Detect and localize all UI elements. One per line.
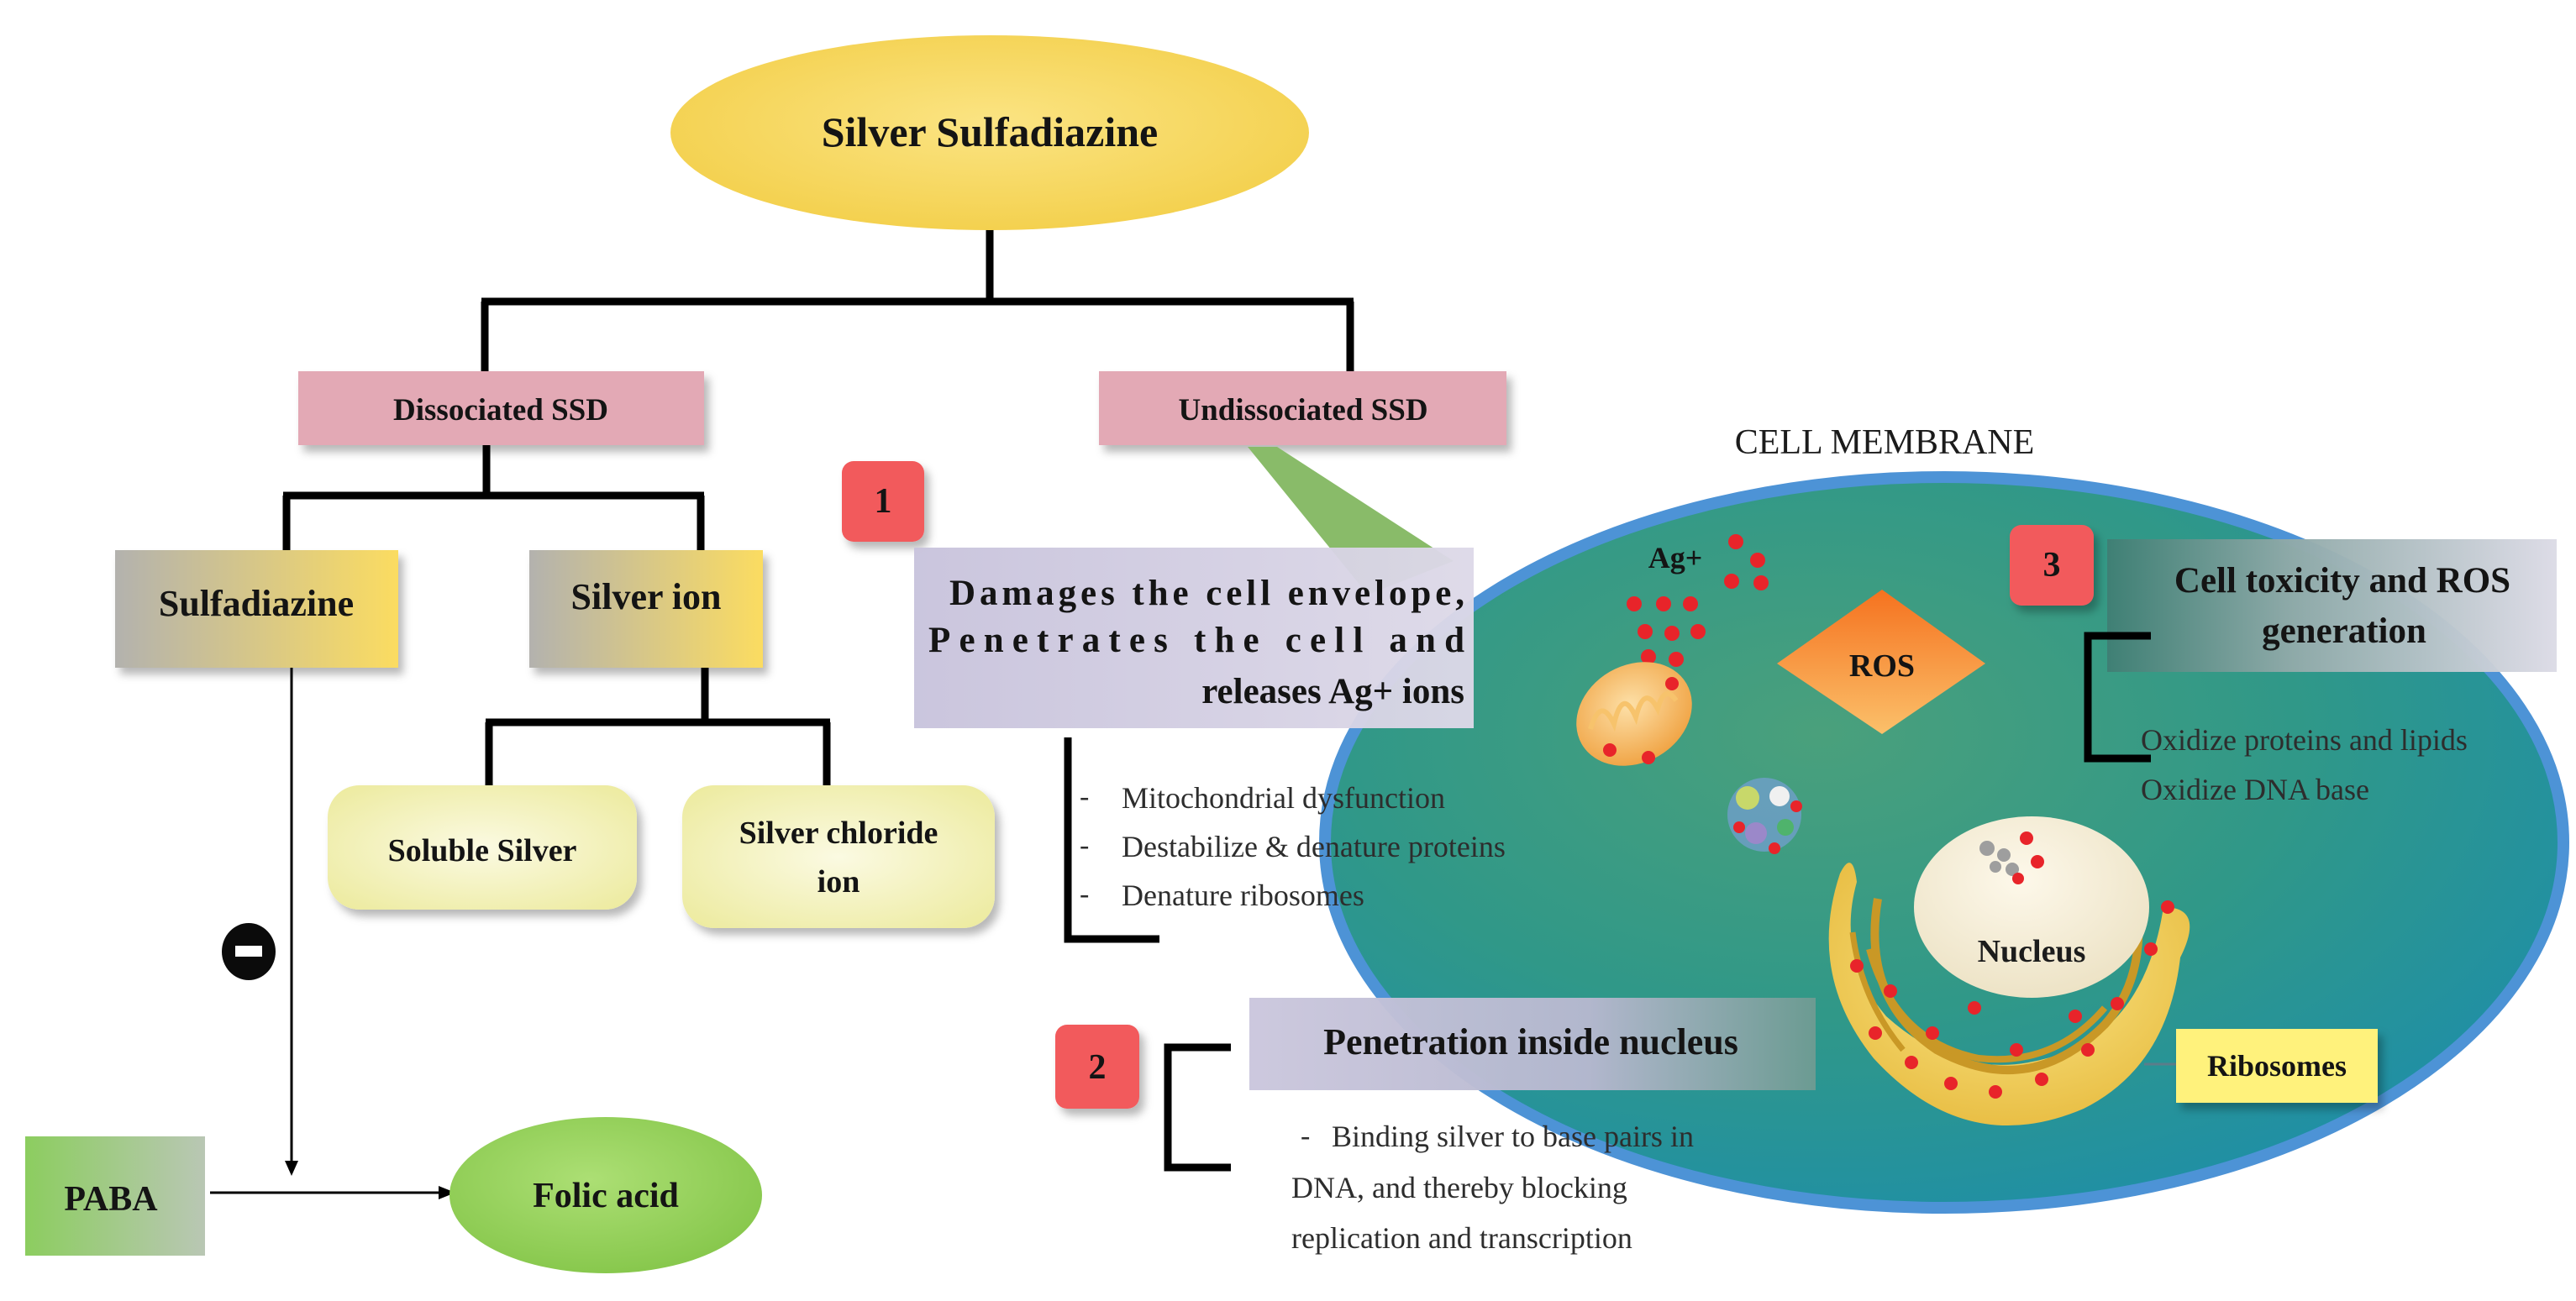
paba-node (25, 1136, 205, 1256)
step-2-effect-line-1: Binding silver to base pairs in (1332, 1120, 1694, 1153)
ribosomes-label: Ribosomes (2207, 1049, 2347, 1083)
ros-icon (1777, 590, 1985, 734)
mitochondrion-icon (1576, 662, 1692, 766)
step-3-badge (2010, 525, 2094, 606)
step-3-heading-line-1: Cell toxicity and ROS (2174, 561, 2510, 601)
step-3-heading-line-2: generation (2262, 611, 2426, 651)
folic-acid-label: Folic acid (533, 1177, 679, 1215)
nucleus-icon (1914, 816, 2149, 998)
step-1-bracket (1064, 737, 1159, 943)
step-2-number: 2 (1089, 1048, 1107, 1087)
step-1-effect-2: Destabilize & denature proteins (1122, 830, 1506, 863)
undissociated-ssd-node (1099, 371, 1506, 445)
protein-icon (1727, 778, 1802, 854)
svg-text:-: - (1080, 781, 1089, 812)
tree-connectors (210, 228, 1354, 1199)
step-2-effect-line-2: DNA, and thereby blocking (1291, 1171, 1627, 1204)
dissociated-ssd-label: Dissociated SSD (393, 393, 608, 428)
step-3-effect-1: Oxidize proteins and lipids (2141, 723, 2468, 757)
step-1-panel (914, 548, 1474, 728)
soluble-silver-label: Soluble Silver (388, 833, 577, 868)
svg-text:-: - (1080, 830, 1089, 861)
svg-text:-: - (1301, 1120, 1310, 1151)
sulfadiazine-node (115, 550, 398, 668)
soluble-silver-node (328, 785, 637, 910)
svg-text:-: - (1080, 879, 1089, 910)
ribosomes-label-box (2176, 1029, 2378, 1103)
silver-ion-particles (1627, 534, 1769, 667)
ag-ion-label: Ag+ (1648, 541, 1703, 574)
step-1-effect-3: Denature ribosomes (1122, 879, 1364, 912)
step-3-number: 3 (2043, 546, 2061, 585)
title-text: Silver Sulfadiazine (822, 108, 1159, 155)
paba-label: PABA (64, 1180, 158, 1219)
step-2-badge (1055, 1025, 1139, 1109)
silver-ion-node (529, 550, 763, 668)
dissociated-ssd-node (298, 371, 704, 445)
step-1-heading-line-2: Penetrates the cell and (928, 621, 1464, 660)
step-3-bracket (2084, 632, 2151, 763)
inhibition-icon (222, 923, 276, 980)
sulfadiazine-label: Sulfadiazine (159, 583, 354, 624)
step-1-effect-1: Mitochondrial dysfunction (1122, 781, 1445, 815)
step-2-effect-line-3: replication and transcription (1291, 1221, 1632, 1255)
cell-membrane-label: CELL MEMBRANE (1735, 423, 2035, 462)
nucleus-label: Nucleus (1978, 934, 2086, 969)
silver-ion-label: Silver ion (571, 576, 722, 617)
step-1-number: 1 (875, 482, 892, 521)
step-2-heading: Penetration inside nucleus (1323, 1021, 1738, 1062)
ros-label: ROS (1849, 648, 1915, 684)
undissociated-ssd-label: Undissociated SSD (1178, 393, 1427, 428)
silver-chloride-ion-label-line-1: Silver chloride (739, 816, 938, 851)
folic-acid-node (449, 1117, 762, 1273)
step-3-panel (2107, 539, 2557, 672)
title-node: Silver Sulfadiazine (670, 35, 1309, 230)
step-3-effect-2: Oxidize DNA base (2141, 773, 2369, 806)
step-3-effects: Oxidize proteins and lipids Oxidize DNA … (2141, 723, 2468, 806)
step-1-heading-line-3: releases Ag+ ions (1201, 672, 1464, 711)
step-1-effects: - Mitochondrial dysfunction - Destabiliz… (1080, 781, 1506, 912)
step-1-badge (842, 461, 924, 542)
golgi-apparatus-icon (1828, 863, 2190, 1125)
silver-chloride-ion-node (682, 785, 995, 928)
step-2-effects: - Binding silver to base pairs in DNA, a… (1291, 1120, 1694, 1255)
step-2-panel (1249, 998, 1816, 1090)
step-2-bracket (1164, 1043, 1231, 1172)
silver-chloride-ion-label-line-2: ion (817, 864, 860, 900)
